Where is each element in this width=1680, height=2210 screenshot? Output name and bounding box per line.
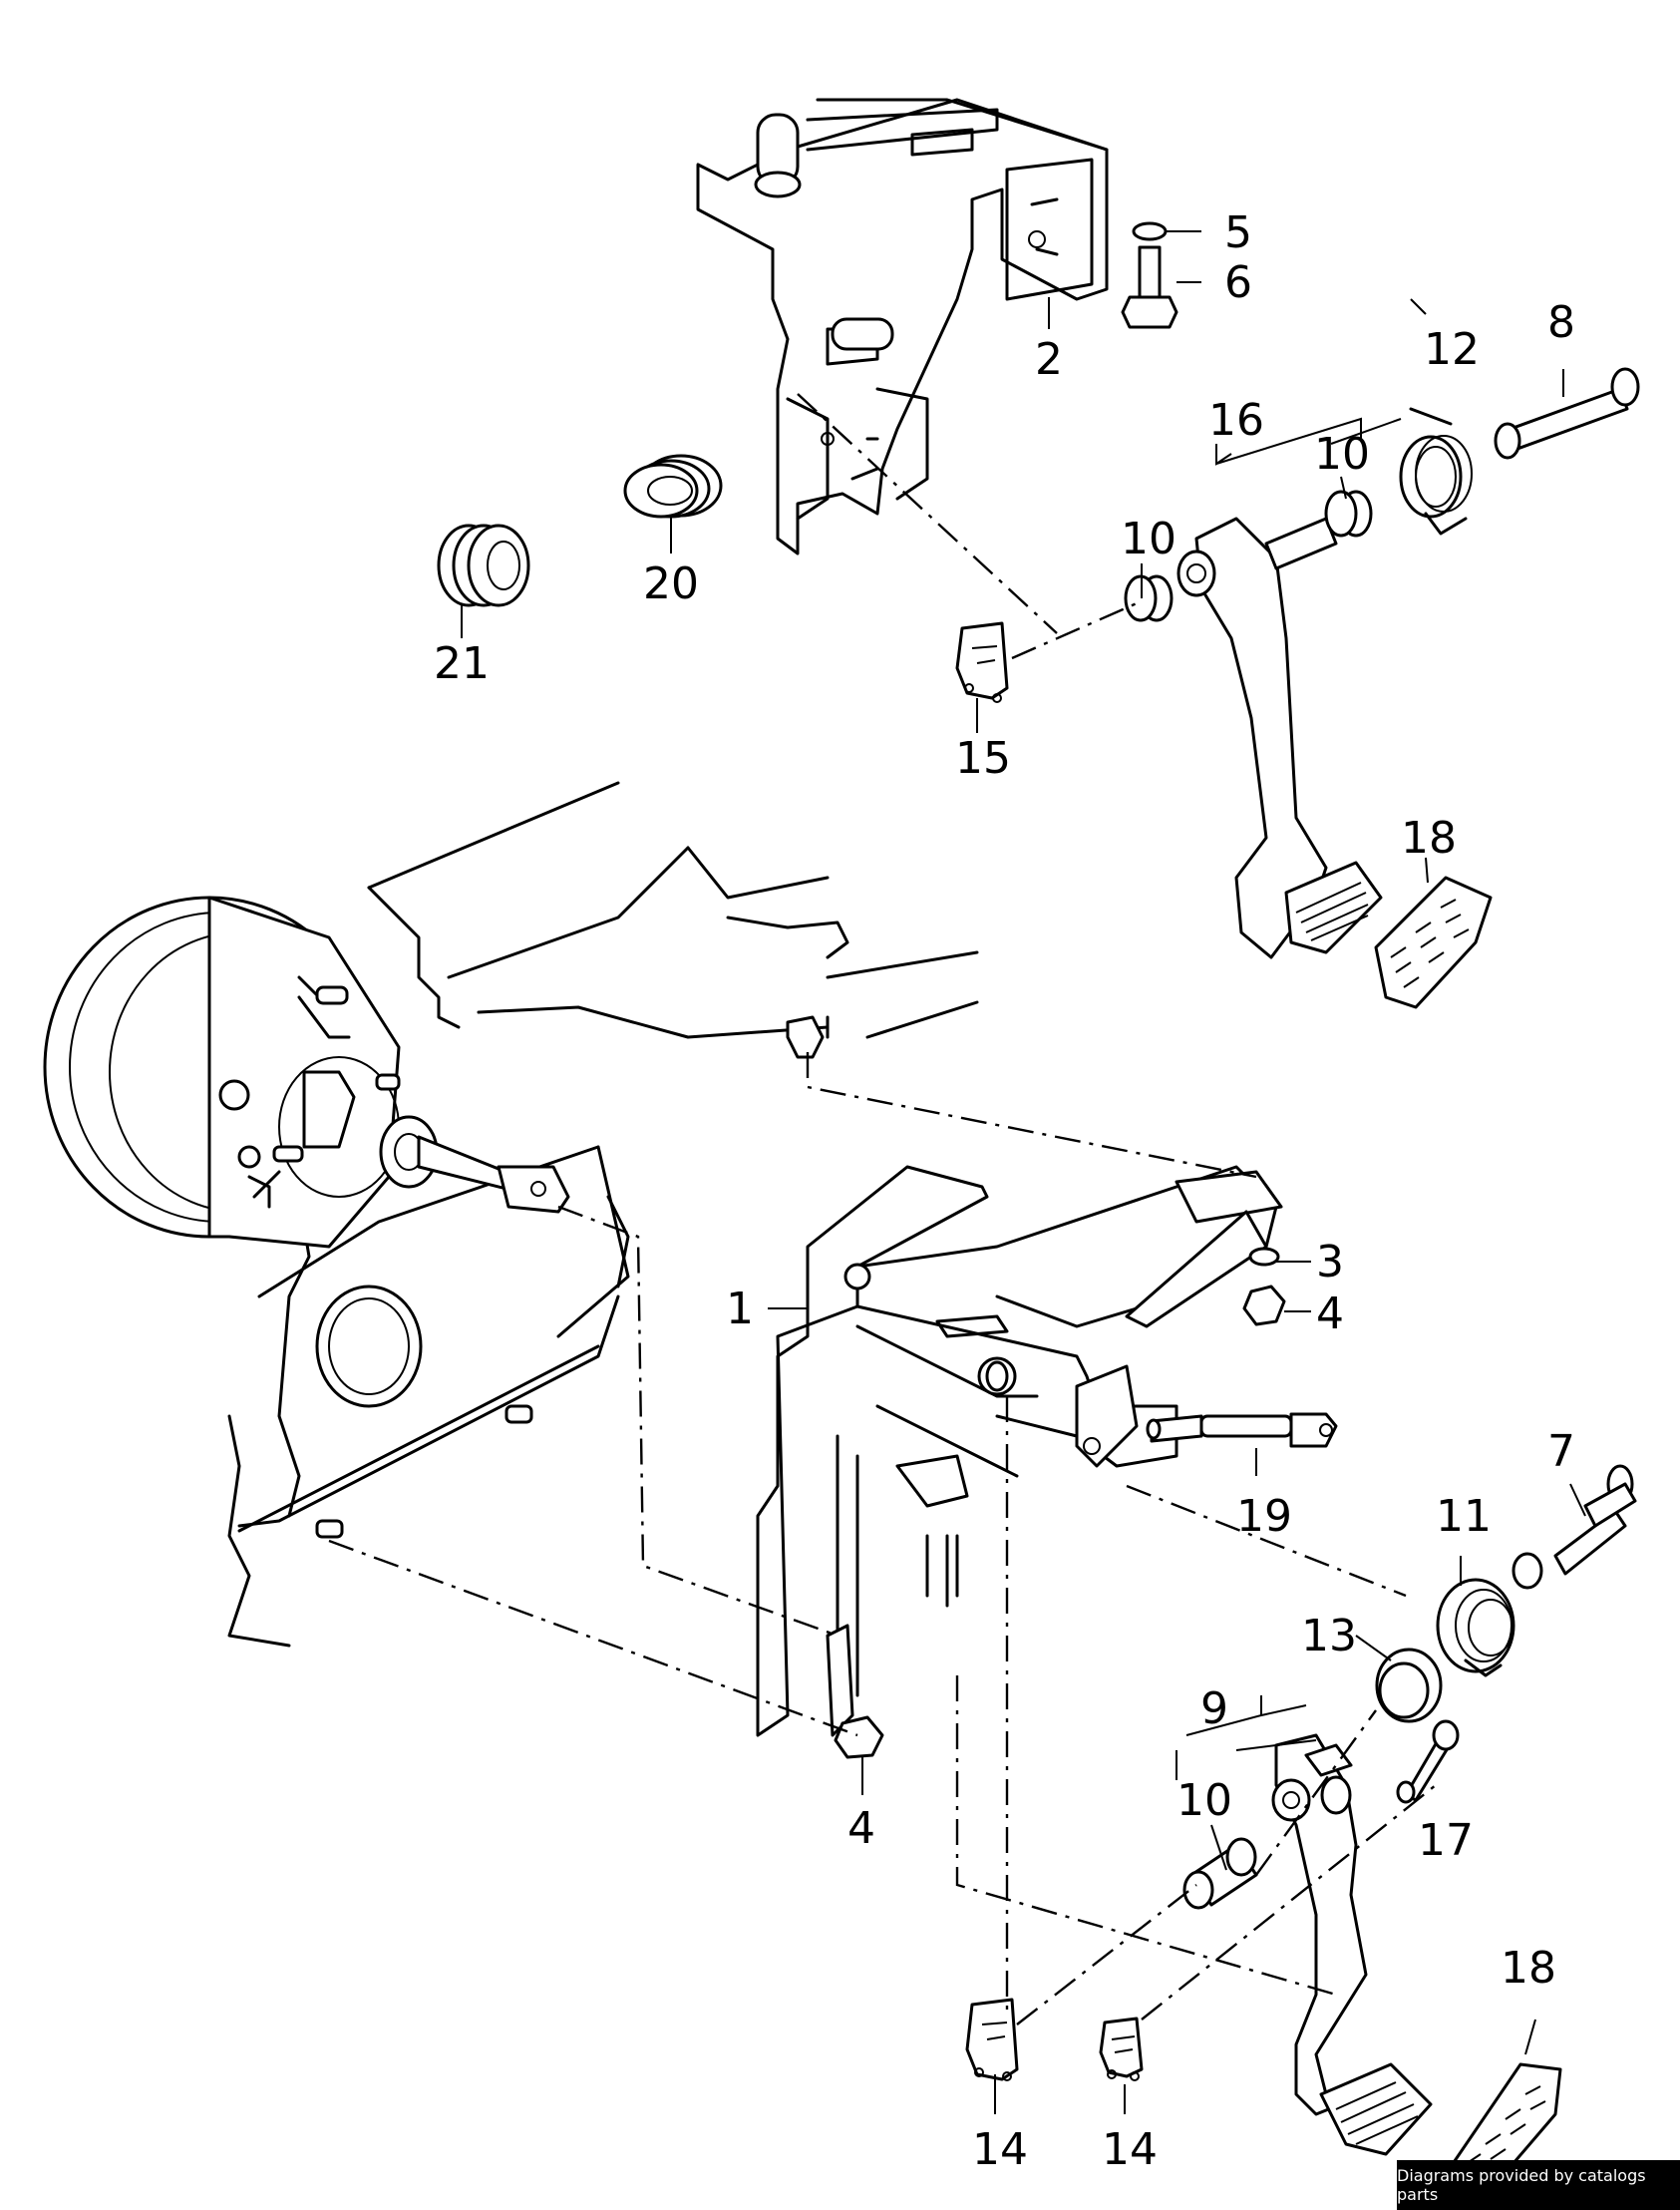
pivot-bolt [1553,1464,1637,1576]
credit-banner: Diagrams provided by catalogs parts [1397,2160,1680,2210]
label-1: 1 [726,1284,754,1334]
mount-stud [315,1519,344,1539]
assembly-lines [328,393,1437,2026]
clip [965,1998,1019,2081]
label-12: 12 [1424,324,1480,375]
label-2: 2 [1035,334,1063,385]
bushing [1512,1552,1543,1590]
return-spring [1436,1578,1515,1677]
label-15: 15 [955,733,1011,784]
brake-booster [43,896,570,1408]
bulkhead-bolt [786,1015,825,1059]
upper-pedal-arm [1176,517,1383,959]
pedal-pad [1374,876,1493,1009]
mount-stud [504,1404,533,1424]
nut [834,1715,884,1759]
lower-pedal-arm [1271,1733,1433,2156]
label-6: 6 [1224,257,1252,308]
bushing [1124,574,1174,622]
label-17: 17 [1418,1815,1474,1866]
label-21: 21 [434,638,490,689]
label-10-upper: 10 [1314,429,1370,480]
label-8: 8 [1547,297,1575,348]
upper-pedal-bracket [696,98,1109,555]
lower-pedal-bracket [756,1165,1283,1737]
label-16: 16 [1208,395,1264,446]
part-labels: 1 2 3 4 4 5 6 7 8 9 10 10 10 11 12 13 14… [434,207,1575,2175]
washer [1248,1247,1280,1267]
label-9: 9 [1200,1683,1228,1734]
label-10-lower: 10 [1176,1775,1232,1826]
brake-light-switch [1146,1412,1338,1448]
label-3: 3 [1316,1237,1344,1288]
label-13: 13 [1301,1611,1357,1661]
bellows-boot [437,524,530,607]
label-20: 20 [643,558,699,609]
bearing-bush [1375,1648,1443,1723]
label-11: 11 [1436,1491,1492,1542]
label-14-right: 14 [1102,2124,1158,2175]
bolt [1121,245,1178,329]
leader-lines [461,230,1586,2114]
grommet [623,454,723,519]
clip [1099,2017,1144,2081]
label-19: 19 [1236,1491,1292,1542]
label-5: 5 [1224,207,1252,258]
label-14-left: 14 [972,2124,1028,2175]
label-18-upper: 18 [1401,813,1457,864]
label-4-lower: 4 [847,1803,875,1854]
return-spring [1399,407,1473,536]
bushing [1324,490,1373,538]
pedal-shaft [1494,367,1640,460]
label-4-upper: 4 [1316,1289,1344,1339]
label-7: 7 [1547,1426,1575,1477]
washer [1132,221,1168,241]
stop-bolt [1396,1719,1460,1804]
label-18-lower: 18 [1501,1943,1556,1994]
nut [1242,1285,1286,1326]
clip [955,621,1009,703]
label-10-mid: 10 [1121,514,1176,564]
